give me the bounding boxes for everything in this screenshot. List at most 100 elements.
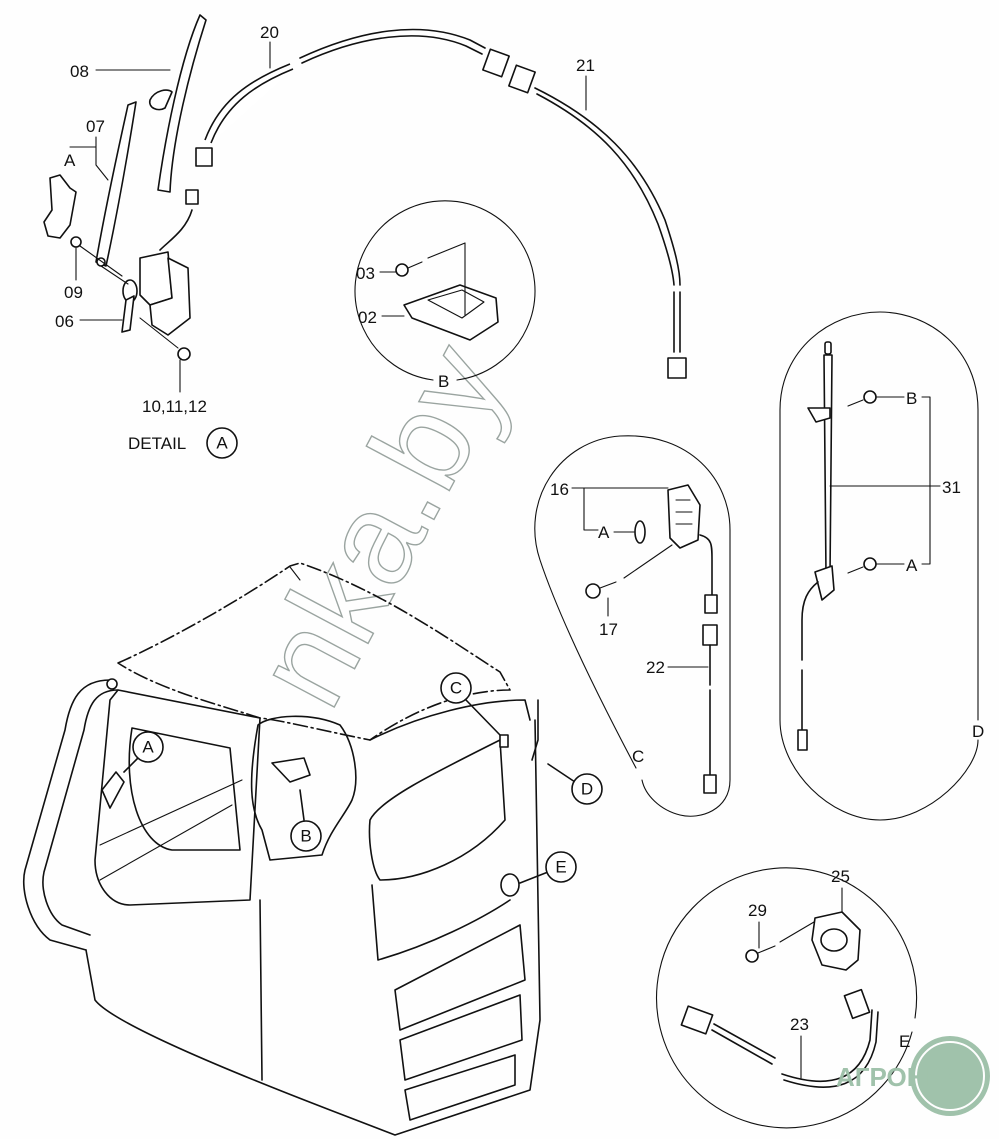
- room-lamp-lens: [675, 499, 693, 525]
- antenna-plug: [797, 729, 808, 751]
- callout-a: A: [142, 738, 154, 757]
- callout-d: D: [581, 780, 593, 799]
- detail-caption-ref: A: [216, 434, 228, 453]
- antenna-base: [814, 565, 835, 601]
- wiper-motor-connector: [185, 189, 199, 205]
- cab-wiper: [101, 771, 125, 809]
- harness-23-right: [781, 1009, 879, 1088]
- lamp-02-lens: [427, 289, 485, 319]
- label-sub-b-d: B: [906, 389, 917, 408]
- callout-e-pointer: [519, 871, 549, 884]
- agronka-logo: АГРОНКА: [836, 1036, 990, 1116]
- label-20: 20: [260, 23, 279, 42]
- leader-16: [571, 487, 669, 531]
- detail-e-circle: [656, 867, 918, 1129]
- label-23: 23: [790, 1015, 809, 1034]
- detail-caption-circle: [206, 427, 238, 459]
- label-03: 03: [356, 264, 375, 283]
- label-sub-a-c: A: [598, 523, 610, 542]
- logo-text: АГРОНКА: [836, 1062, 960, 1092]
- bolt-leader: [139, 317, 179, 349]
- label-29: 29: [748, 901, 767, 920]
- cab-door-window: [128, 727, 241, 851]
- antenna-clip-upper: [807, 407, 831, 423]
- watermark-text: nka.by: [226, 321, 535, 728]
- detail-c-outline: [534, 435, 731, 817]
- label-16: 16: [550, 480, 569, 499]
- cab-handrail: [22, 679, 119, 951]
- label-17: 17: [599, 620, 618, 639]
- harness-20-upper: [299, 28, 486, 64]
- cab-antenna: [531, 699, 539, 761]
- harness-23-left: [711, 1023, 776, 1065]
- callout-b-circle[interactable]: [290, 820, 322, 852]
- label-detail-b: B: [438, 372, 449, 391]
- harness-20-connector-end: [195, 147, 213, 167]
- arm-pivot-leader: [100, 265, 129, 285]
- screw-29-leader-to-speaker: [779, 921, 815, 943]
- harness-20-21: 20 21: [195, 23, 687, 379]
- cab-speaker: [500, 873, 520, 897]
- screw-03-shank: [407, 261, 423, 269]
- cab-roof-seam: [289, 566, 301, 581]
- label-22: 22: [646, 658, 665, 677]
- detail-caption: DETAIL: [128, 434, 186, 453]
- antenna-tip: [824, 341, 832, 355]
- cab-front-grill: [394, 924, 526, 1121]
- callout-a-circle[interactable]: [132, 731, 164, 763]
- label-sub-a-d: A: [906, 556, 918, 575]
- callout-b: B: [300, 827, 311, 846]
- cab-front-window-lower: [371, 884, 511, 961]
- logo-ring: [915, 1041, 985, 1111]
- screw-17: [585, 583, 601, 599]
- harness-22-connector: [702, 624, 718, 646]
- label-08: 08: [70, 62, 89, 81]
- cab-body-lower: [85, 719, 541, 1136]
- antenna-screw-a: [863, 557, 877, 571]
- detail-b-circle: [354, 200, 536, 381]
- harness-23-connector-right: [843, 988, 871, 1020]
- callout-e-circle[interactable]: [545, 851, 577, 883]
- callout-b-pointer: [299, 789, 305, 821]
- cab-room-lamp: [499, 734, 509, 748]
- room-lamp-16: [667, 484, 701, 549]
- detail-b-lamp: B 03 02: [354, 200, 536, 391]
- leader-07: [69, 136, 109, 181]
- cab: A B C D E: [22, 562, 603, 1136]
- screw-29: [745, 949, 759, 963]
- handrail-mount: [106, 678, 118, 690]
- harness-22-connector-end: [703, 774, 717, 794]
- callout-c: C: [450, 679, 462, 698]
- wiper-blade-08: [157, 14, 207, 193]
- wiper-motor-plate-06: [121, 295, 135, 333]
- callout-c-circle[interactable]: [440, 672, 472, 704]
- wiper-arm-07: [95, 101, 137, 267]
- label-detail-d: D: [972, 722, 984, 741]
- wiper-motor: [139, 251, 173, 306]
- detail-d-outline: [779, 311, 979, 821]
- harness-22-connector-top: [704, 594, 718, 614]
- screw-17-shank: [599, 581, 617, 589]
- harness-20: [204, 63, 294, 144]
- bracket-31: [921, 396, 931, 565]
- harness-20-connector: [482, 48, 510, 78]
- antenna-cable: [801, 581, 819, 731]
- harness-21-connector: [508, 64, 536, 94]
- callout-d-circle[interactable]: [571, 773, 603, 805]
- antenna-screw-b-shank: [847, 399, 864, 407]
- label-09: 09: [64, 283, 83, 302]
- screw-03: [395, 263, 409, 277]
- harness-21-connector-end: [667, 357, 687, 379]
- label-07: 07: [86, 117, 105, 136]
- bolt-10-11-12: [177, 347, 191, 361]
- callout-a-pointer: [123, 757, 139, 773]
- cab-rear-panel: [250, 715, 357, 861]
- detail-a-wiper: 08 07 A 09 06 10,11,12 DETAIL A: [43, 14, 238, 459]
- watermark: nka.by: [225, 321, 535, 729]
- label-detail-c: C: [632, 747, 644, 766]
- callout-e: E: [555, 858, 566, 877]
- wiper-blade-clip: [148, 89, 173, 111]
- label-06: 06: [55, 312, 74, 331]
- cab-front-window: [368, 739, 506, 881]
